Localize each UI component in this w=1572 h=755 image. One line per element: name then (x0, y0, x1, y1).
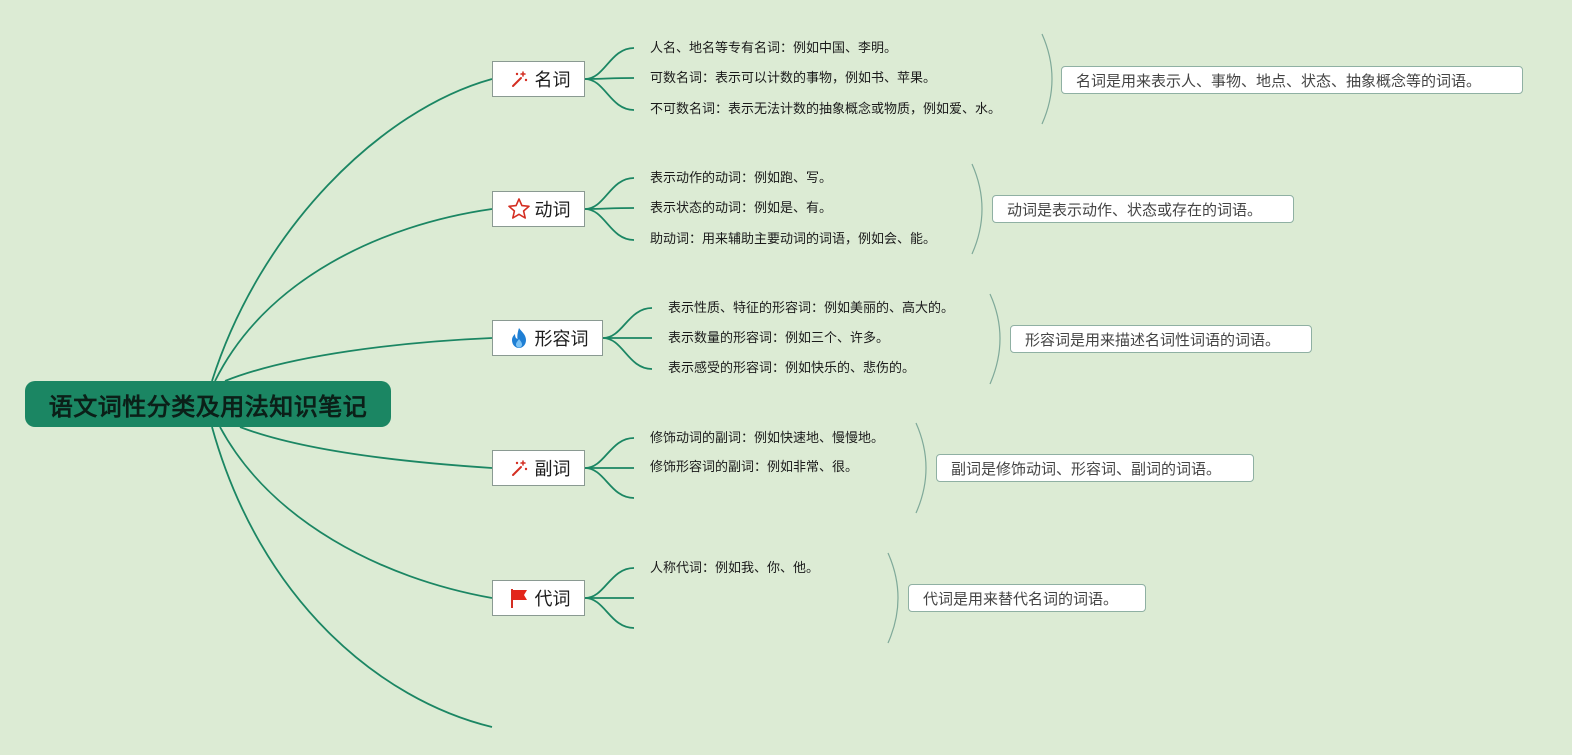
summary-adverb[interactable]: 副词是修饰动词、形容词、副词的词语。 (936, 454, 1254, 482)
summary-text: 代词是用来替代名词的词语。 (923, 589, 1119, 608)
magic-wand-icon (507, 67, 531, 91)
branch-pronoun[interactable]: 代词 (492, 580, 585, 616)
branch-label: 形容词 (534, 329, 589, 350)
summary-text: 名词是用来表示人、事物、地点、状态、抽象概念等的词语。 (1076, 71, 1482, 90)
flag-icon (507, 586, 531, 610)
fire-icon (507, 326, 531, 350)
detail-item[interactable]: 表示动作的动词：例如跑、写。 (650, 171, 833, 186)
detail-item[interactable]: 表示性质、特征的形容词：例如美丽的、高大的。 (668, 301, 955, 316)
root-edge-adjective (224, 337, 493, 382)
detail-item[interactable]: 助动词：用来辅助主要动词的词语，例如会、能。 (650, 232, 937, 247)
fan-edge (584, 597, 635, 629)
fan-edge (584, 207, 635, 210)
fan-edge (584, 467, 635, 499)
fan-edge (584, 567, 635, 599)
root-edge-noun (211, 78, 493, 382)
root-edge-extra (211, 426, 493, 728)
root-edge-pronoun (219, 426, 493, 599)
detail-item[interactable]: 修饰形容词的副词：例如非常、很。 (650, 460, 859, 475)
detail-item[interactable]: 人称代词：例如我、你、他。 (650, 561, 820, 576)
fan-edge (584, 437, 635, 469)
detail-item[interactable]: 修饰动词的副词：例如快速地、慢慢地。 (650, 431, 885, 446)
summary-bracket (971, 163, 983, 255)
summary-text: 动词是表示动作、状态或存在的词语。 (1007, 200, 1263, 219)
star-outline-icon (507, 197, 531, 221)
fan-edge (584, 47, 635, 80)
fan-edge (602, 337, 653, 370)
branch-label: 名词 (534, 70, 571, 91)
summary-text: 副词是修饰动词、形容词、副词的词语。 (951, 459, 1222, 478)
magic-wand-icon (507, 456, 531, 480)
fan-edge (584, 177, 635, 210)
summary-text: 形容词是用来描述名词性词语的词语。 (1025, 330, 1281, 349)
root-title: 语文词性分类及用法知识笔记 (48, 392, 368, 421)
detail-item[interactable]: 人名、地名等专有名词：例如中国、李明。 (650, 41, 898, 56)
root-edge-verb (214, 208, 493, 382)
detail-item[interactable]: 不可数名词：表示无法计数的抽象概念或物质，例如爱、水。 (650, 102, 1002, 117)
summary-bracket (989, 293, 1001, 385)
branch-noun[interactable]: 名词 (492, 61, 585, 97)
root-edge-adverb (239, 426, 493, 469)
root-topic[interactable]: 语文词性分类及用法知识笔记 (25, 381, 391, 427)
fan-edge (584, 78, 635, 111)
summary-verb[interactable]: 动词是表示动作、状态或存在的词语。 (992, 195, 1294, 223)
detail-item[interactable]: 可数名词：表示可以计数的事物，例如书、苹果。 (650, 71, 937, 86)
summary-bracket (1041, 33, 1053, 125)
detail-item[interactable]: 表示状态的动词：例如是、有。 (650, 201, 833, 216)
branch-label: 副词 (534, 459, 571, 480)
summary-adjective[interactable]: 形容词是用来描述名词性词语的词语。 (1010, 325, 1312, 353)
summary-noun[interactable]: 名词是用来表示人、事物、地点、状态、抽象概念等的词语。 (1061, 66, 1523, 94)
summary-bracket (887, 552, 899, 644)
branch-adverb[interactable]: 副词 (492, 450, 585, 486)
detail-item[interactable]: 表示数量的形容词：例如三个、许多。 (668, 331, 890, 346)
fan-edge (584, 208, 635, 241)
detail-item[interactable]: 表示感受的形容词：例如快乐的、悲伤的。 (668, 361, 916, 376)
fan-edge (584, 77, 635, 80)
branch-verb[interactable]: 动词 (492, 191, 585, 227)
summary-bracket (915, 422, 927, 514)
branch-label: 动词 (534, 200, 571, 221)
branch-adjective[interactable]: 形容词 (492, 320, 603, 356)
branch-label: 代词 (534, 589, 571, 610)
summary-pronoun[interactable]: 代词是用来替代名词的词语。 (908, 584, 1146, 612)
fan-edge (602, 307, 653, 339)
